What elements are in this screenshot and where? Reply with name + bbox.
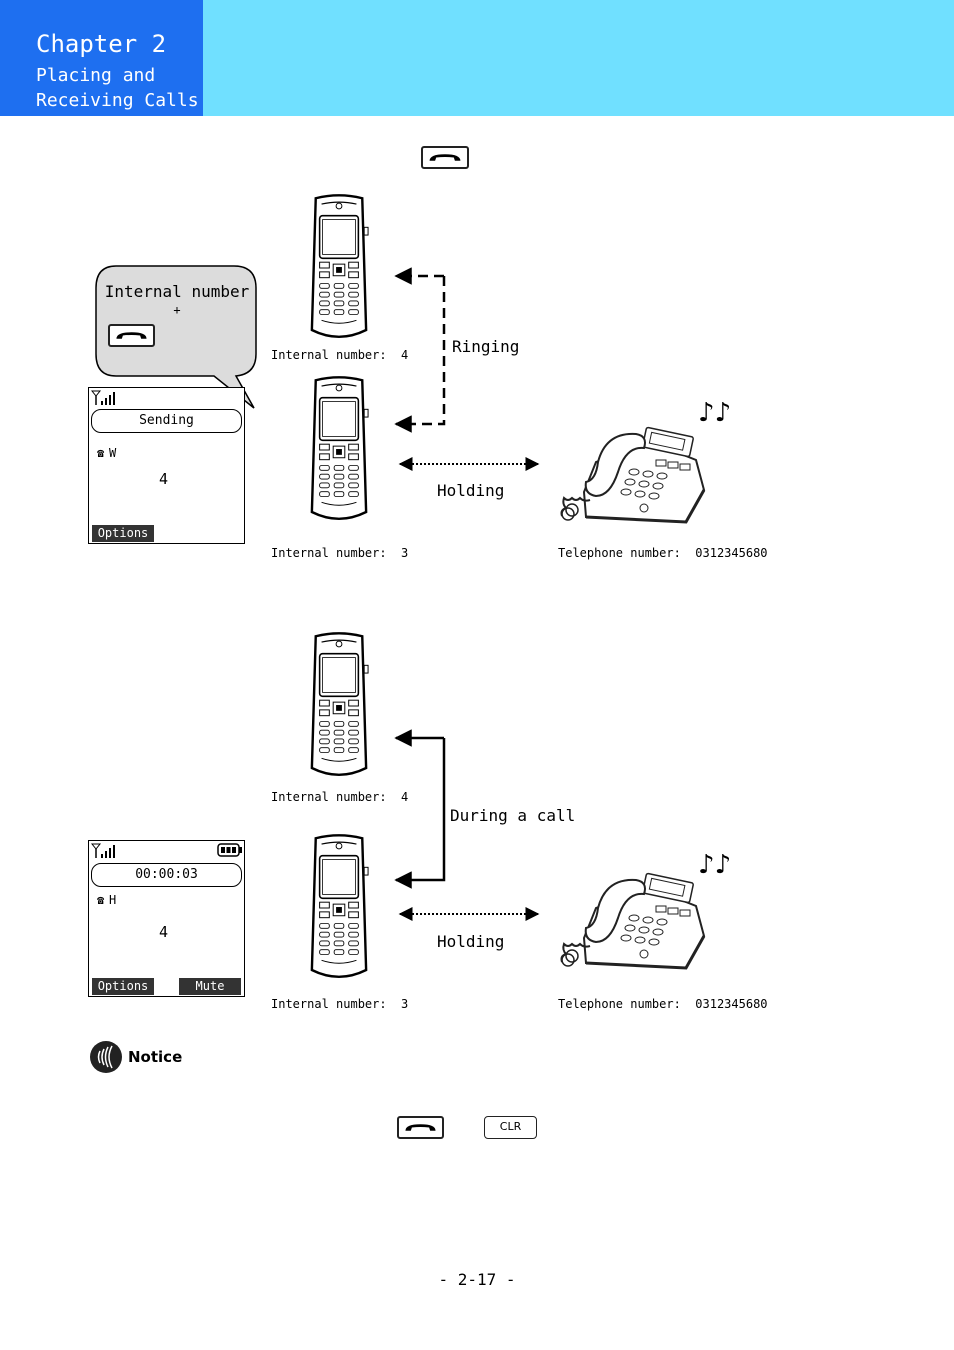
options-softkey: Options (92, 978, 154, 995)
status-pill: Sending (91, 409, 242, 433)
handset-icon (399, 1118, 442, 1137)
chapter-subtitle-line2: Receiving Calls (36, 90, 199, 111)
call-connector (394, 729, 540, 921)
chapter-header: Chapter 2 Placing and Receiving Calls (0, 0, 203, 116)
handset-icon (423, 148, 467, 167)
chapter-title: Chapter 2 (36, 30, 167, 58)
callout-plus: + (173, 303, 181, 317)
mobile-phone-internal-4 (308, 631, 370, 781)
notice-label: Notice (128, 1048, 183, 1066)
notice-icon (90, 1041, 122, 1073)
telephone-number-label: Telephone number: 0312345680 (558, 997, 768, 1011)
line-mode: W (109, 446, 117, 460)
ringing-connector (394, 267, 540, 471)
battery-icon (217, 843, 242, 857)
call-timer: 00:00:03 (91, 863, 242, 887)
mobile-phone-internal-3 (308, 375, 370, 525)
mobile-phone-internal-4 (308, 193, 370, 343)
connected-number: 4 (159, 923, 169, 941)
handset-mode-icon: ☎ (97, 893, 105, 907)
clr-key: CLR (484, 1116, 537, 1139)
mobile-phone-internal-3 (308, 833, 370, 983)
chapter-subtitle-line1: Placing and (36, 65, 156, 86)
phone-label-internal-4: Internal number: 4 (271, 790, 409, 804)
signal-icon (91, 390, 115, 405)
during-call-label: During a call (450, 806, 576, 825)
holding-label: Holding (437, 481, 505, 500)
dialed-number: 4 (159, 470, 169, 488)
page-number: - 2-17 - (438, 1270, 516, 1289)
handset-icon (110, 326, 153, 345)
music-notes-icon: ♪♪ (698, 850, 732, 880)
ringing-label: Ringing (452, 337, 520, 356)
callout-bubble (95, 265, 257, 409)
desk-telephone (556, 868, 706, 978)
phone-screen-in-call: 00:00:03 ☎ H 4 Options Mute (88, 840, 245, 997)
holding-label: Holding (437, 932, 505, 951)
handset-mode-icon: ☎ (97, 446, 105, 460)
call-key (397, 1116, 444, 1139)
telephone-number-label: Telephone number: 0312345680 (558, 546, 768, 560)
phone-label-internal-3: Internal number: 3 (271, 546, 409, 560)
options-softkey: Options (92, 525, 154, 542)
line-mode: H (109, 893, 117, 907)
desk-telephone (556, 422, 706, 532)
phone-label-internal-4: Internal number: 4 (271, 348, 409, 362)
phone-label-internal-3: Internal number: 3 (271, 997, 409, 1011)
mute-softkey: Mute (179, 978, 241, 995)
callout-text: Internal number (104, 282, 250, 301)
callout-call-key (108, 324, 155, 347)
phone-screen-sending: Sending ☎ W 4 Options (88, 387, 245, 544)
music-notes-icon: ♪♪ (698, 398, 732, 428)
call-key (421, 146, 469, 169)
signal-icon (91, 843, 115, 858)
